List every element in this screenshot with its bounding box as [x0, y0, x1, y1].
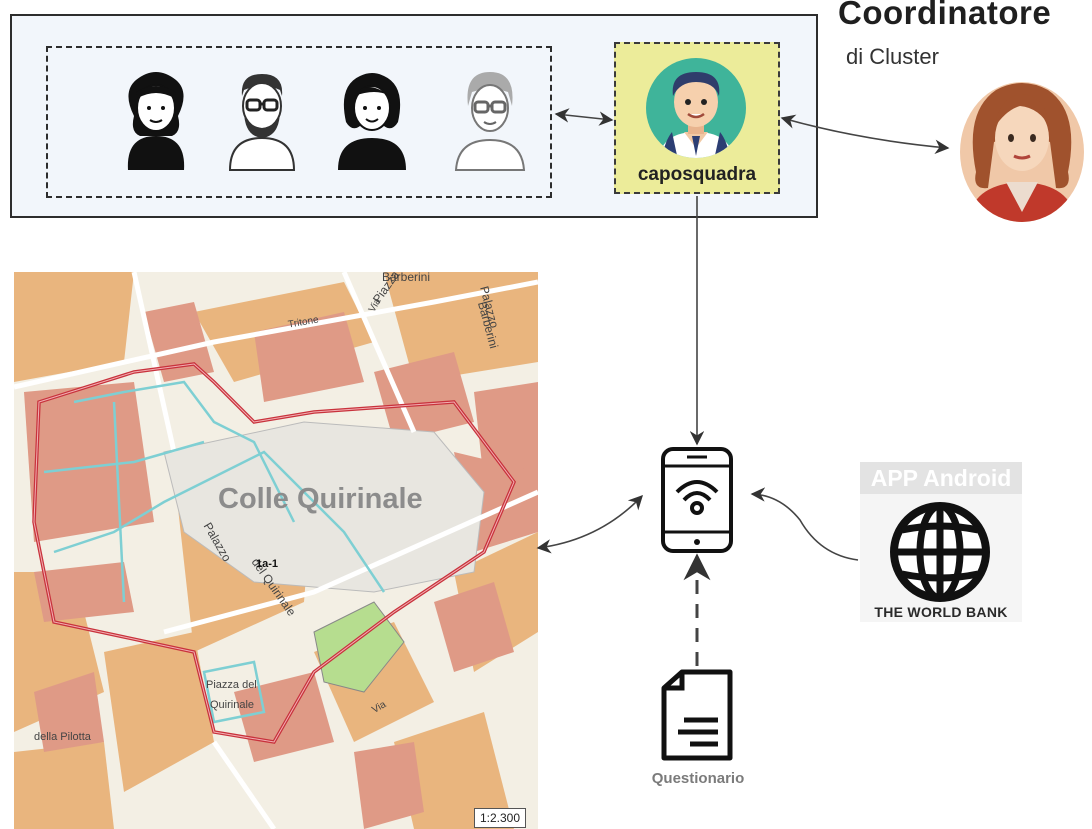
coordinator-avatar-icon	[960, 82, 1084, 222]
questionnaire-label: Questionario	[651, 770, 745, 787]
map-label-quirinale: Quirinale	[210, 699, 255, 711]
map-label-1a-1: 1a-1	[256, 558, 279, 570]
caposquadra-avatar-icon	[646, 58, 746, 158]
map-label-barberini-top: Barberini	[382, 270, 431, 284]
member-avatar-2-icon	[228, 74, 296, 171]
arrow-members-leader	[554, 108, 614, 126]
arrow-app-phone	[750, 487, 859, 561]
member-avatar-1-icon	[127, 72, 185, 170]
team-members-group	[46, 46, 552, 198]
map-label-della-pilotta: della Pilotta	[34, 731, 91, 743]
arrow-leader-coordinator	[780, 114, 950, 154]
app-android-label: APP Android	[860, 462, 1022, 494]
map-label-piazza-del: Piazza del	[206, 679, 257, 691]
member-avatar-3-icon	[338, 73, 406, 170]
smartphone-wifi-icon	[661, 447, 733, 553]
coordinator-title: Coordinatore	[838, 0, 1052, 31]
map-title: Colle Quirinale	[218, 483, 423, 515]
world-globe-icon	[890, 502, 990, 602]
member-avatar-4-icon	[454, 72, 526, 171]
caposquadra-label: caposquadra	[637, 164, 757, 185]
arrow-phone-map	[536, 494, 643, 554]
questionnaire-document-icon	[661, 669, 733, 761]
map-image	[14, 272, 538, 829]
coordinator-subtitle: di Cluster	[846, 44, 939, 69]
map-scale: 1:2.300	[474, 808, 526, 828]
world-bank-label: THE WORLD BANK	[874, 604, 1008, 620]
